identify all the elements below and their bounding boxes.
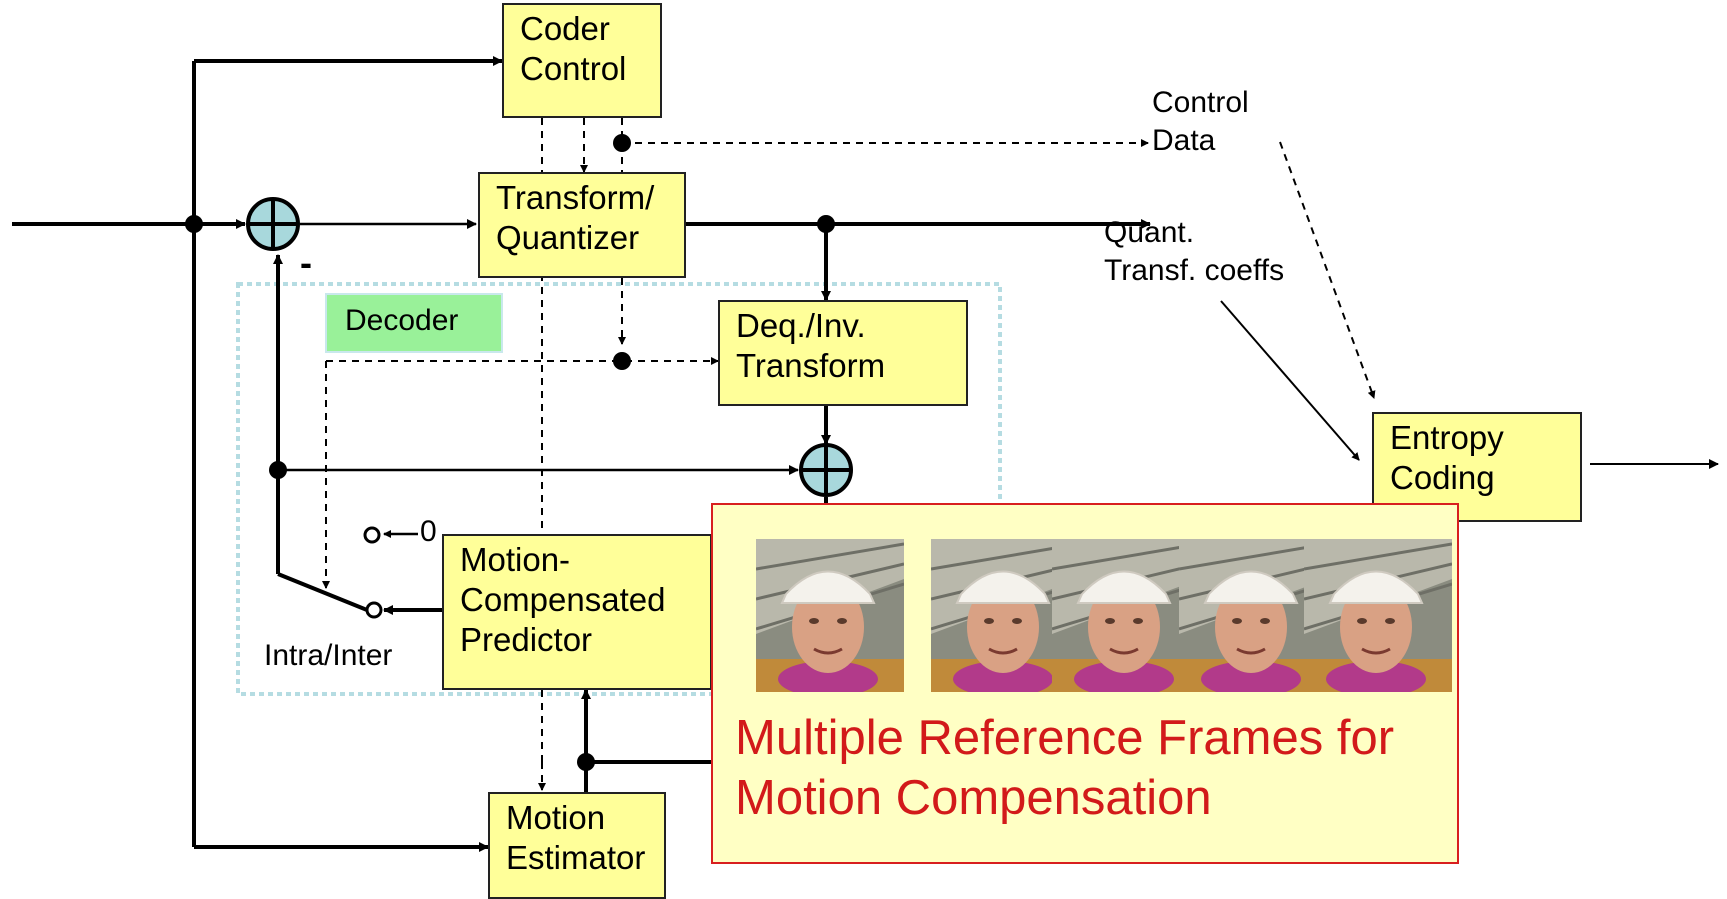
reference-frames-caption: Multiple Reference Frames for Motion Com… (735, 708, 1445, 828)
mcp-line1: Motion- (460, 541, 571, 578)
intra-inter-label: Intra/Inter (264, 639, 393, 672)
reference-frame-1 (756, 539, 904, 692)
deq-control-junction (613, 352, 631, 370)
me-line1: Motion (506, 799, 606, 836)
deq-inv-transform-block: Deq./Inv. Transform (718, 300, 968, 406)
quant-coeffs-line2: Transf. coeffs (1104, 254, 1285, 287)
entropy-line1: Entropy (1390, 419, 1504, 456)
coder-control-line2: Control (520, 50, 627, 87)
coder-control-line1: Coder (520, 10, 610, 47)
reference-frame-4 (1179, 539, 1327, 692)
mcp-line3: Predictor (460, 621, 593, 658)
transform-quantizer-line2: Quantizer (496, 219, 640, 256)
switch-contact-inter (365, 601, 383, 619)
control-data-label: Control Data (1152, 84, 1249, 160)
prediction-junction (269, 461, 287, 479)
control-data-line2: Data (1152, 124, 1216, 157)
me-junction (577, 753, 595, 771)
zero-label: 0 (420, 515, 437, 548)
mcp-line2: Compensated (460, 581, 666, 618)
entropy-line2: Coding (1390, 459, 1495, 496)
reference-frames-panel: Multiple Reference Frames for Motion Com… (711, 503, 1459, 864)
control-data-line1: Control (1152, 86, 1249, 119)
deq-line2: Transform (736, 347, 886, 384)
caption-line1: Multiple Reference Frames for (735, 711, 1395, 765)
decoder-label: Decoder (325, 293, 503, 353)
quant-coeffs-line1: Quant. (1104, 216, 1195, 249)
transform-quantizer-block: Transform/ Quantizer (478, 172, 686, 278)
switch-contact-intra (363, 526, 381, 544)
switch-arm (277, 572, 368, 612)
me-line2: Estimator (506, 839, 646, 876)
reference-frame-3 (1052, 539, 1200, 692)
reconstruction-adder (799, 443, 853, 497)
minus-sign: - (300, 242, 312, 283)
motion-compensated-predictor-block: Motion- Compensated Predictor (442, 534, 712, 690)
caption-line2: Motion Compensation (735, 771, 1212, 825)
quant-to-entropy (1220, 300, 1360, 461)
deq-line1: Deq./Inv. (736, 307, 866, 344)
input-adder (246, 197, 300, 251)
transform-quantizer-line1: Transform/ (496, 179, 655, 216)
decoder-region (236, 282, 1002, 696)
input-junction (185, 215, 203, 233)
reference-frame-5 (1304, 539, 1452, 692)
coder-control-block: Coder Control (502, 3, 662, 118)
quant-coeffs-label: Quant. Transf. coeffs (1104, 214, 1284, 290)
control-to-entropy (1279, 141, 1376, 399)
motion-estimator-block: Motion Estimator (488, 792, 666, 899)
